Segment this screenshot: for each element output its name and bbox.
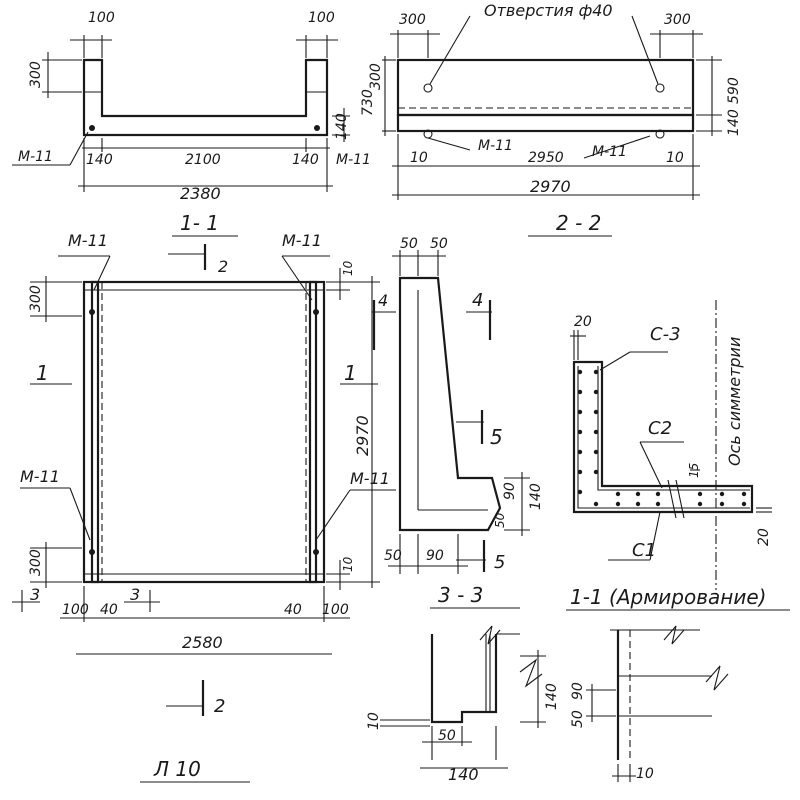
label-m11: M-11 (18, 149, 53, 165)
dim-40-right: 40 (284, 602, 302, 618)
dim-140: 140 (726, 109, 742, 136)
hole-left (423, 83, 433, 93)
dim-140-horizontal: 140 (448, 765, 479, 784)
section-mark-2-bottom: 2 (214, 696, 225, 717)
label-m11-center: M-11 (478, 138, 513, 154)
dim-140: 140 (528, 483, 544, 510)
dim-100-right: 100 (322, 602, 349, 618)
beam-lower (396, 113, 695, 133)
hole-right (655, 83, 665, 93)
dim-100-right: 100 (308, 10, 335, 26)
view-title-1-1: 1- 1 (180, 211, 219, 235)
dim-2380: 2380 (180, 184, 221, 203)
axis-of-symmetry-label: Ось симметрии (725, 337, 744, 466)
section-mark-5-bottom: 5 (494, 552, 505, 573)
dim-50-a: 50 (400, 236, 418, 252)
embedded-part-marker (314, 125, 320, 131)
dim-10-left: 10 (410, 150, 428, 166)
section-mark-1-right: 1 (344, 361, 357, 385)
section-mark-3-right: 3 (130, 585, 140, 604)
dim-140-vertical: 140 (334, 113, 350, 140)
view-title-reinforcement: 1-1 (Армирование) (570, 585, 766, 609)
label-c3: C-3 (650, 324, 681, 345)
dim-300: 300 (28, 61, 44, 88)
label-m11-left: M-11 (336, 152, 371, 168)
dim-10-bottom: 10 (341, 556, 355, 572)
label-m11-top-left: M-11 (68, 231, 108, 250)
label-c2: C2 (648, 418, 672, 439)
label-m11-top-right: M-11 (282, 231, 322, 250)
hole-note: Отверстия ф40 (484, 1, 613, 20)
view-section-3-3: 50 50 90 140 50 50 90 4 4 5 5 3 - 3 (372, 236, 544, 609)
section-mark-4-left: 4 (378, 291, 388, 310)
reinforced-profile (572, 360, 754, 514)
dim-50-horizontal: 50 (384, 548, 402, 564)
view-title-2-2: 2 - 2 (556, 211, 601, 235)
section-mark-4-right: 4 (472, 290, 483, 311)
dim-2970: 2970 (530, 177, 571, 196)
plan-outline (82, 280, 326, 584)
dim-10-right: 10 (666, 150, 684, 166)
dim-100-left: 100 (62, 602, 89, 618)
dim-90-horizontal: 90 (426, 548, 444, 564)
beam-upper (396, 58, 695, 117)
view-section-2-2: Отверстия ф40 300 300 300 730 590 140 10… (336, 1, 742, 237)
section-mark-3-left: 3 (30, 585, 40, 604)
dim-140-left: 140 (86, 152, 113, 168)
dim-90: 90 (570, 682, 586, 700)
dim-2580: 2580 (182, 633, 223, 652)
dim-20-top: 20 (574, 314, 592, 330)
plan-title: Л 10 (153, 757, 201, 781)
dim-730: 730 (360, 89, 376, 116)
dim-2950: 2950 (528, 150, 564, 166)
label-c1: C1 (632, 540, 656, 561)
view-section-1-1: 100 100 300 140 2100 140 140 2380 M-11 1… (12, 10, 350, 237)
embedded-part-marker (89, 125, 95, 131)
view-reinforcement-1-1: 20 C-3 C2 C1 15 20 Ось симметрии 1-1 (Ар… (566, 300, 790, 611)
dim-10-left: 10 (366, 712, 382, 730)
section-4-outline (430, 634, 498, 724)
dim-300-left: 300 (399, 12, 426, 28)
dim-2100: 2100 (185, 152, 221, 168)
section-mark-1-left: 1 (36, 361, 49, 385)
dim-20-right: 20 (756, 528, 772, 546)
dim-140-right: 140 (292, 152, 319, 168)
dim-300-right: 300 (664, 12, 691, 28)
channel-outline (82, 58, 329, 137)
dim-50: 50 (438, 728, 456, 744)
label-m11-mid-left: M-11 (20, 467, 60, 486)
view-section-4-4: 10 50 140 140 (366, 625, 560, 784)
label-m11-right: M-11 (592, 144, 627, 160)
dim-10-top: 10 (341, 260, 355, 276)
dim-590: 590 (726, 77, 742, 104)
dim-100-left: 100 (88, 10, 115, 26)
dim-15: 15 (687, 463, 701, 478)
dim-40-left: 40 (100, 602, 118, 618)
dim-300-bottom: 300 (28, 549, 44, 576)
dim-50-b: 50 (430, 236, 448, 252)
section-mark-5-top: 5 (490, 425, 503, 449)
dim-300-top: 300 (28, 285, 44, 312)
dim-50-vertical: 50 (493, 512, 507, 528)
label-m11-mid-right: M-11 (350, 469, 390, 488)
dim-50: 50 (570, 710, 586, 728)
dim-140-vertical: 140 (544, 683, 560, 710)
wall-profile (398, 276, 502, 532)
dim-2970: 2970 (353, 415, 372, 456)
view-plan-l10: M-11 M-11 M-11 M-11 300 300 10 10 2970 1… (12, 231, 396, 783)
view-title-3-3: 3 - 3 (438, 583, 483, 607)
view-section-5-5: 90 50 10 (570, 625, 729, 782)
dim-90: 90 (502, 482, 518, 500)
section-mark-2-top: 2 (218, 257, 228, 276)
dim-10: 10 (636, 766, 654, 782)
dim-300-vertical: 300 (368, 63, 384, 90)
